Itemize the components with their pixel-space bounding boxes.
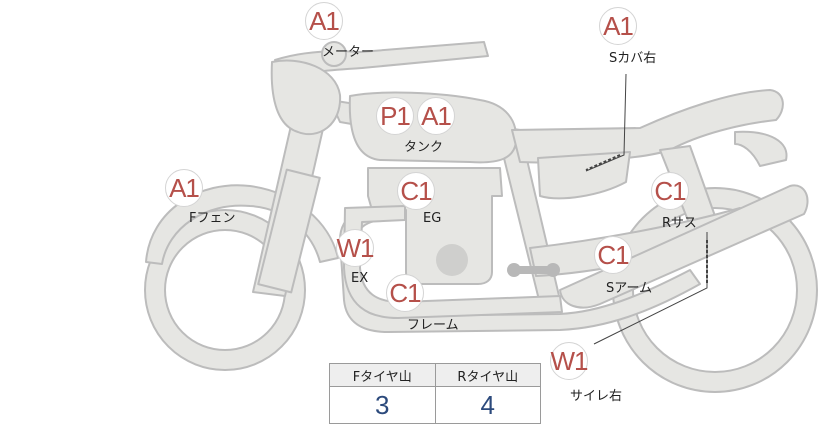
- badge-exhaust: W1: [336, 229, 375, 267]
- tire-tread-table: Fタイヤ山 Rタイヤ山 3 4: [329, 363, 541, 424]
- badge-rear-suspension: C1: [651, 172, 689, 210]
- seat: [511, 89, 784, 164]
- rear-tire-tread-header: Rタイヤ山: [434, 363, 541, 387]
- badge-meter: A1: [305, 2, 343, 40]
- meter-gauge: [321, 41, 347, 67]
- label-exhaust: EX: [351, 271, 369, 286]
- label-front-fender: Fフェン: [189, 211, 236, 226]
- engine-cover: [436, 244, 468, 276]
- badge-tank-p: P1: [376, 97, 414, 135]
- label-tank: タンク: [404, 140, 444, 155]
- label-side-cover-right: Sカバ右: [609, 51, 657, 66]
- headlight: [270, 59, 342, 136]
- muffler: [559, 184, 809, 309]
- rear-fender: [734, 130, 788, 167]
- label-frame: フレーム: [407, 318, 459, 333]
- rear-tire-tread-value: 4: [434, 386, 541, 424]
- exhaust-pipe: [343, 205, 563, 319]
- label-swing-arm: Sアーム: [606, 281, 653, 296]
- badge-side-cover-right: A1: [599, 7, 637, 45]
- front-tire-tread-value: 3: [329, 386, 436, 424]
- badge-swing-arm: C1: [594, 236, 632, 274]
- engine-block: [367, 167, 503, 285]
- front-wheel: [144, 209, 306, 371]
- badge-tank-a: A1: [417, 97, 455, 135]
- fork-tube: [257, 168, 321, 294]
- badge-frame: C1: [386, 274, 424, 312]
- label-meter: メーター: [322, 45, 375, 60]
- label-silencer-right: サイレ右: [570, 389, 623, 404]
- badge-front-fender: A1: [165, 169, 203, 207]
- badge-silencer-right: W1: [550, 342, 589, 380]
- front-tire-tread-header: Fタイヤ山: [329, 363, 436, 387]
- label-rear-suspension: Rサス: [662, 216, 697, 231]
- side-cover: [537, 151, 631, 200]
- badge-engine: C1: [397, 172, 435, 210]
- footpeg: [507, 263, 560, 277]
- label-engine: EG: [423, 211, 442, 226]
